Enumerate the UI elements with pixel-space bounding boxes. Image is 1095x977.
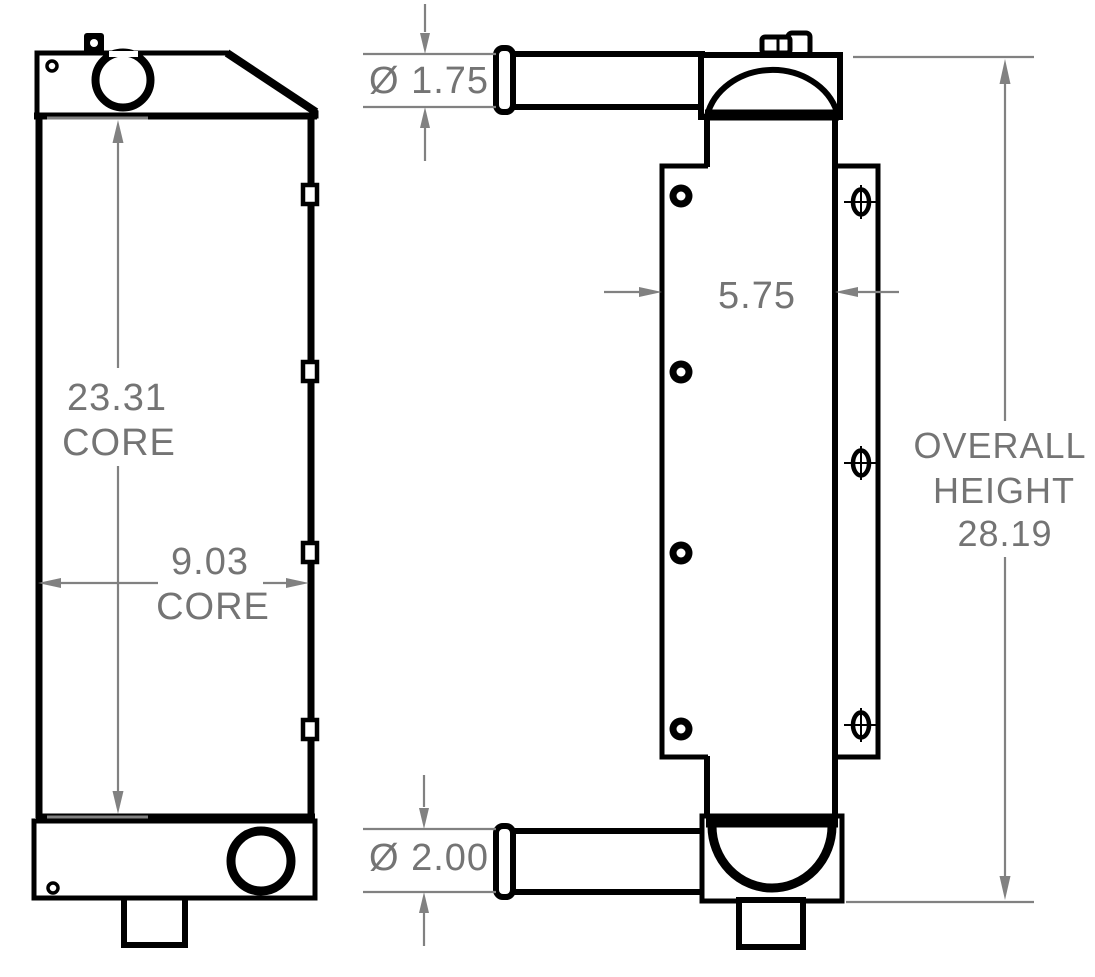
dim-overall-height: OVERALL HEIGHT 28.19 — [846, 55, 1086, 904]
front-side-clip-1 — [300, 182, 320, 207]
arrow-left-icon — [38, 578, 61, 588]
arrow-down-icon — [420, 33, 430, 54]
front-side-clip-3 — [300, 540, 320, 565]
bracket-hole-4-center — [676, 724, 686, 734]
side-view — [493, 30, 881, 950]
bracket-hole-1-center — [676, 191, 686, 201]
arrow-down-icon — [112, 791, 124, 814]
arrow-up-icon — [420, 107, 430, 128]
front-side-clip-2 — [300, 359, 320, 384]
arrow-up-icon — [999, 59, 1011, 84]
front-foot-tab — [121, 894, 188, 948]
side-left-bracket — [659, 163, 708, 760]
dim-core-width: 9.03 CORE — [38, 541, 309, 628]
dim-core-width-value: 9.03 — [171, 541, 249, 583]
front-top-tank-slope-edge — [224, 49, 319, 116]
side-inlet-pipe-bead — [493, 45, 516, 115]
side-top-tank-dome — [704, 66, 840, 117]
side-bottom-tank-dome — [707, 825, 837, 893]
arrow-up-icon — [112, 120, 124, 143]
dim-overall-label-line2: HEIGHT — [933, 470, 1075, 511]
dim-core-height: 23.31 CORE — [47, 116, 176, 819]
front-side-clip-4 — [300, 717, 320, 742]
side-inlet-pipe — [508, 51, 705, 110]
side-outlet-pipe — [509, 828, 706, 895]
front-filler-neck-ring — [91, 48, 155, 112]
side-bracket-holes — [669, 184, 693, 741]
dim-core-height-value: 23.31 — [67, 377, 167, 419]
front-outlet-ring — [226, 826, 296, 896]
arrow-right-icon — [286, 578, 309, 588]
dim-core-height-label: CORE — [62, 422, 176, 464]
dim-inlet-diameter-value: Ø 1.75 — [369, 60, 489, 102]
dim-overall-label-line1: OVERALL — [913, 425, 1086, 466]
bracket-hole-3-center — [676, 548, 686, 558]
arrow-right-icon — [639, 287, 662, 297]
dim-core-depth-value: 5.75 — [718, 275, 796, 317]
dim-outlet-diameter: Ø 2.00 — [363, 775, 496, 946]
dim-outlet-diameter-value: Ø 2.00 — [369, 837, 489, 879]
arrow-up-icon — [419, 892, 429, 913]
dim-core-width-label: CORE — [156, 586, 270, 628]
dim-overall-height-value: 28.19 — [957, 513, 1052, 554]
dim-core-depth: 5.75 — [604, 275, 899, 317]
bracket-hole-2-center — [676, 367, 686, 377]
front-top-tank-hole — [45, 59, 59, 73]
dim-inlet-diameter: Ø 1.75 — [363, 4, 496, 161]
side-outlet-pipe-bead — [493, 823, 516, 900]
side-mounting-slots — [844, 185, 878, 742]
front-bottom-tank-hole — [46, 881, 60, 895]
dimensions: 23.31 CORE 9.03 CORE Ø 1.75 — [38, 4, 1086, 946]
arrow-down-icon — [999, 876, 1011, 900]
front-top-bracket-hole — [90, 39, 98, 47]
front-filler-neck-slot — [109, 51, 138, 57]
arrow-left-icon — [835, 287, 858, 297]
front-view — [31, 33, 320, 948]
side-filler-cap-lever — [759, 34, 793, 56]
side-foot-tab — [736, 897, 806, 950]
arrow-down-icon — [419, 808, 429, 829]
